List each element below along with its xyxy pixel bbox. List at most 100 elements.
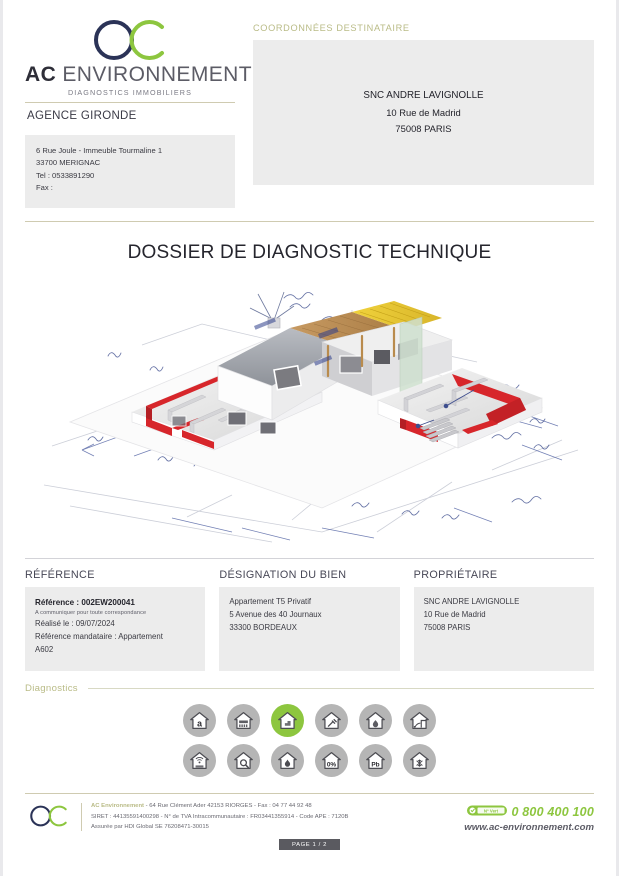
dpe-energy-icon[interactable] — [227, 704, 260, 738]
company-address-line: 6 Rue Joule - Immeuble Tourmaline 1 — [36, 146, 163, 156]
company-address-line: 33700 MERIGNAC — [36, 158, 101, 168]
gaz-icon[interactable] — [359, 704, 392, 738]
recipient-box: SNC ANDRE LAVIGNOLLE 10 Rue de Madrid 75… — [253, 40, 594, 185]
diagnostics-divider — [87, 688, 594, 690]
footer-logo — [25, 801, 77, 833]
recipient-address: SNC ANDRE LAVIGNOLLE 10 Rue de Madrid 75… — [363, 88, 483, 137]
oc-logo-svg — [94, 20, 164, 60]
agency-name: AGENCE GIRONDE — [27, 110, 137, 123]
recipient-block: COORDONNÉES DESTINATAIRE SNC ANDRE LAVIG… — [235, 18, 594, 208]
page-footer: AC Environnement - 64 Rue Clément Ader 4… — [3, 794, 616, 833]
diagnostics-row-1: a — [183, 704, 436, 738]
company-name: AC ENVIRONNEMENT — [25, 63, 252, 86]
owner-box: SNC ANDRE LAVIGNOLLE 10 Rue de Madrid 75… — [413, 587, 594, 672]
company-name-bold: AC — [25, 63, 57, 86]
recipient-city: 75008 PARIS — [395, 122, 452, 134]
designation-box: Appartement T5 Privatif 5 Avenue des 40 … — [219, 587, 400, 672]
numero-vert-badge-icon: N° Vert — [467, 803, 508, 821]
oc-logo — [25, 18, 235, 62]
svg-text:N° Vert: N° Vert — [484, 808, 499, 813]
recipient-street: 10 Rue de Madrid — [386, 106, 461, 118]
inspection-loupe-icon[interactable] — [227, 744, 260, 778]
svg-text:Pb: Pb — [371, 761, 379, 768]
house-letter-a-glyph: a — [190, 712, 209, 730]
owner-heading: PROPRIÉTAIRE — [413, 569, 498, 582]
designation-line: 5 Avenue des 40 Journaux — [229, 609, 322, 619]
electricite-icon[interactable] — [315, 704, 348, 738]
numero-vert-badge-svg: N° Vert — [467, 805, 508, 816]
page-header: AC ENVIRONNEMENT DIAGNOSTICS IMMOBILIERS… — [3, 0, 616, 209]
reference-heading: RÉFÉRENCE — [25, 569, 95, 582]
page-number-badge: PAGE 1 / 2 — [278, 839, 341, 851]
termites-icon[interactable] — [403, 704, 436, 738]
designation-line: Appartement T5 Privatif — [229, 597, 312, 607]
humidite-icon[interactable]: 0% — [315, 744, 348, 778]
footer-phone-number[interactable]: 0 800 400 100 — [511, 805, 594, 820]
house-zero-percent-glyph: 0% — [322, 752, 341, 770]
recipient-heading: COORDONNÉES DESTINATAIRE — [253, 23, 410, 33]
company-tagline: DIAGNOSTICS IMMOBILIERS — [68, 88, 192, 98]
recipient-name: SNC ANDRE LAVIGNOLLE — [363, 89, 484, 101]
house-lead-pb-glyph: Pb — [366, 752, 385, 770]
footer-divider — [25, 793, 594, 795]
svg-text:a: a — [197, 719, 202, 729]
reference-mandataire: Référence mandataire : Appartement — [35, 631, 163, 641]
illustration-divider — [25, 558, 594, 560]
brand-divider — [25, 102, 235, 104]
footer-logo-separator — [81, 803, 82, 832]
footer-company-name: AC Environnement — [91, 803, 145, 810]
designation-line: 33300 BORDEAUX — [229, 622, 297, 632]
footer-phone-row: N° Vert 0 800 400 100 — [418, 803, 594, 821]
designation-column: DÉSIGNATION DU BIEN Appartement T5 Priva… — [219, 569, 400, 672]
footer-contact: N° Vert 0 800 400 100 www.ac-environneme… — [418, 801, 594, 833]
footer-legal: AC Environnement - 64 Rue Clément Ader 4… — [91, 801, 418, 833]
owner-line: SNC ANDRE LAVIGNOLLE — [423, 597, 520, 607]
house-energy-bars-glyph — [234, 712, 253, 730]
company-address-line: Fax : — [36, 182, 53, 192]
footer-company-address: - 64 Rue Clément Ader 42153 RIORGES - Fa… — [144, 803, 312, 810]
erp-etat-risques-icon[interactable] — [271, 704, 304, 738]
reference-note: A communiquer pour toute correspondance — [35, 610, 147, 617]
owner-line: 75008 PARIS — [423, 622, 471, 632]
reference-mandataire-2: A602 — [35, 644, 54, 654]
acoustique-icon[interactable] — [183, 744, 216, 778]
company-address-line: Tel : 0533891290 — [36, 170, 95, 180]
info-row: RÉFÉRENCE Référence : 002EW200041 A comm… — [3, 559, 616, 672]
building-illustration — [22, 270, 597, 549]
page-title: DOSSIER DE DIAGNOSTIC TECHNIQUE — [127, 242, 492, 264]
header-divider — [25, 221, 594, 223]
house-steps-glyph — [278, 712, 297, 730]
house-waves-glyph — [190, 752, 209, 770]
house-snowflake-glyph — [410, 752, 429, 770]
amiante-icon[interactable]: a — [183, 704, 216, 738]
footer-legal-line-3: Assurée par HDI Global SE 76208471-30015 — [91, 824, 209, 831]
reference-box: Référence : 002EW200041 A communiquer po… — [25, 587, 206, 672]
house-magnifier-glyph — [234, 752, 253, 770]
oc-logo-footer-svg — [30, 805, 67, 827]
company-block: AC ENVIRONNEMENT DIAGNOSTICS IMMOBILIERS… — [25, 18, 252, 209]
owner-column: PROPRIÉTAIRE SNC ANDRE LAVIGNOLLE 10 Rue… — [413, 569, 594, 672]
company-address-box: 6 Rue Joule - Immeuble Tourmaline 1 3370… — [25, 135, 235, 209]
house-flame-glyph — [278, 752, 297, 770]
diagnostics-row-2: 0% Pb — [183, 744, 436, 778]
building-illustration-svg — [43, 291, 579, 543]
page-badge-wrap: PAGE 1 / 2 — [3, 839, 616, 851]
plomb-icon[interactable]: Pb — [359, 744, 392, 778]
house-drop-glyph — [366, 712, 385, 730]
diagnostics-header: Diagnostics — [3, 671, 616, 694]
footer-legal-line-2: SIRET : 44135591400298 - N° de TVA Intra… — [91, 813, 349, 820]
diagnostics-label: Diagnostics — [25, 683, 78, 695]
footer-legal-line-1: AC Environnement - 64 Rue Clément Ader 4… — [91, 801, 418, 812]
owner-line: 10 Rue de Madrid — [423, 609, 486, 619]
company-name-rest: ENVIRONNEMENT — [62, 63, 252, 86]
house-termite-glyph — [410, 712, 429, 730]
house-plug-glyph — [322, 712, 341, 730]
footer-website[interactable]: www.ac-environnement.com — [464, 822, 594, 834]
diagnostics-icon-grid: a — [3, 704, 616, 778]
reference-date: Réalisé le : 09/07/2024 — [35, 618, 115, 628]
reference-column: RÉFÉRENCE Référence : 002EW200041 A comm… — [25, 569, 206, 672]
flamme-icon[interactable] — [271, 744, 304, 778]
designation-heading: DÉSIGNATION DU BIEN — [219, 569, 347, 582]
nuisibles-icon[interactable] — [403, 744, 436, 778]
